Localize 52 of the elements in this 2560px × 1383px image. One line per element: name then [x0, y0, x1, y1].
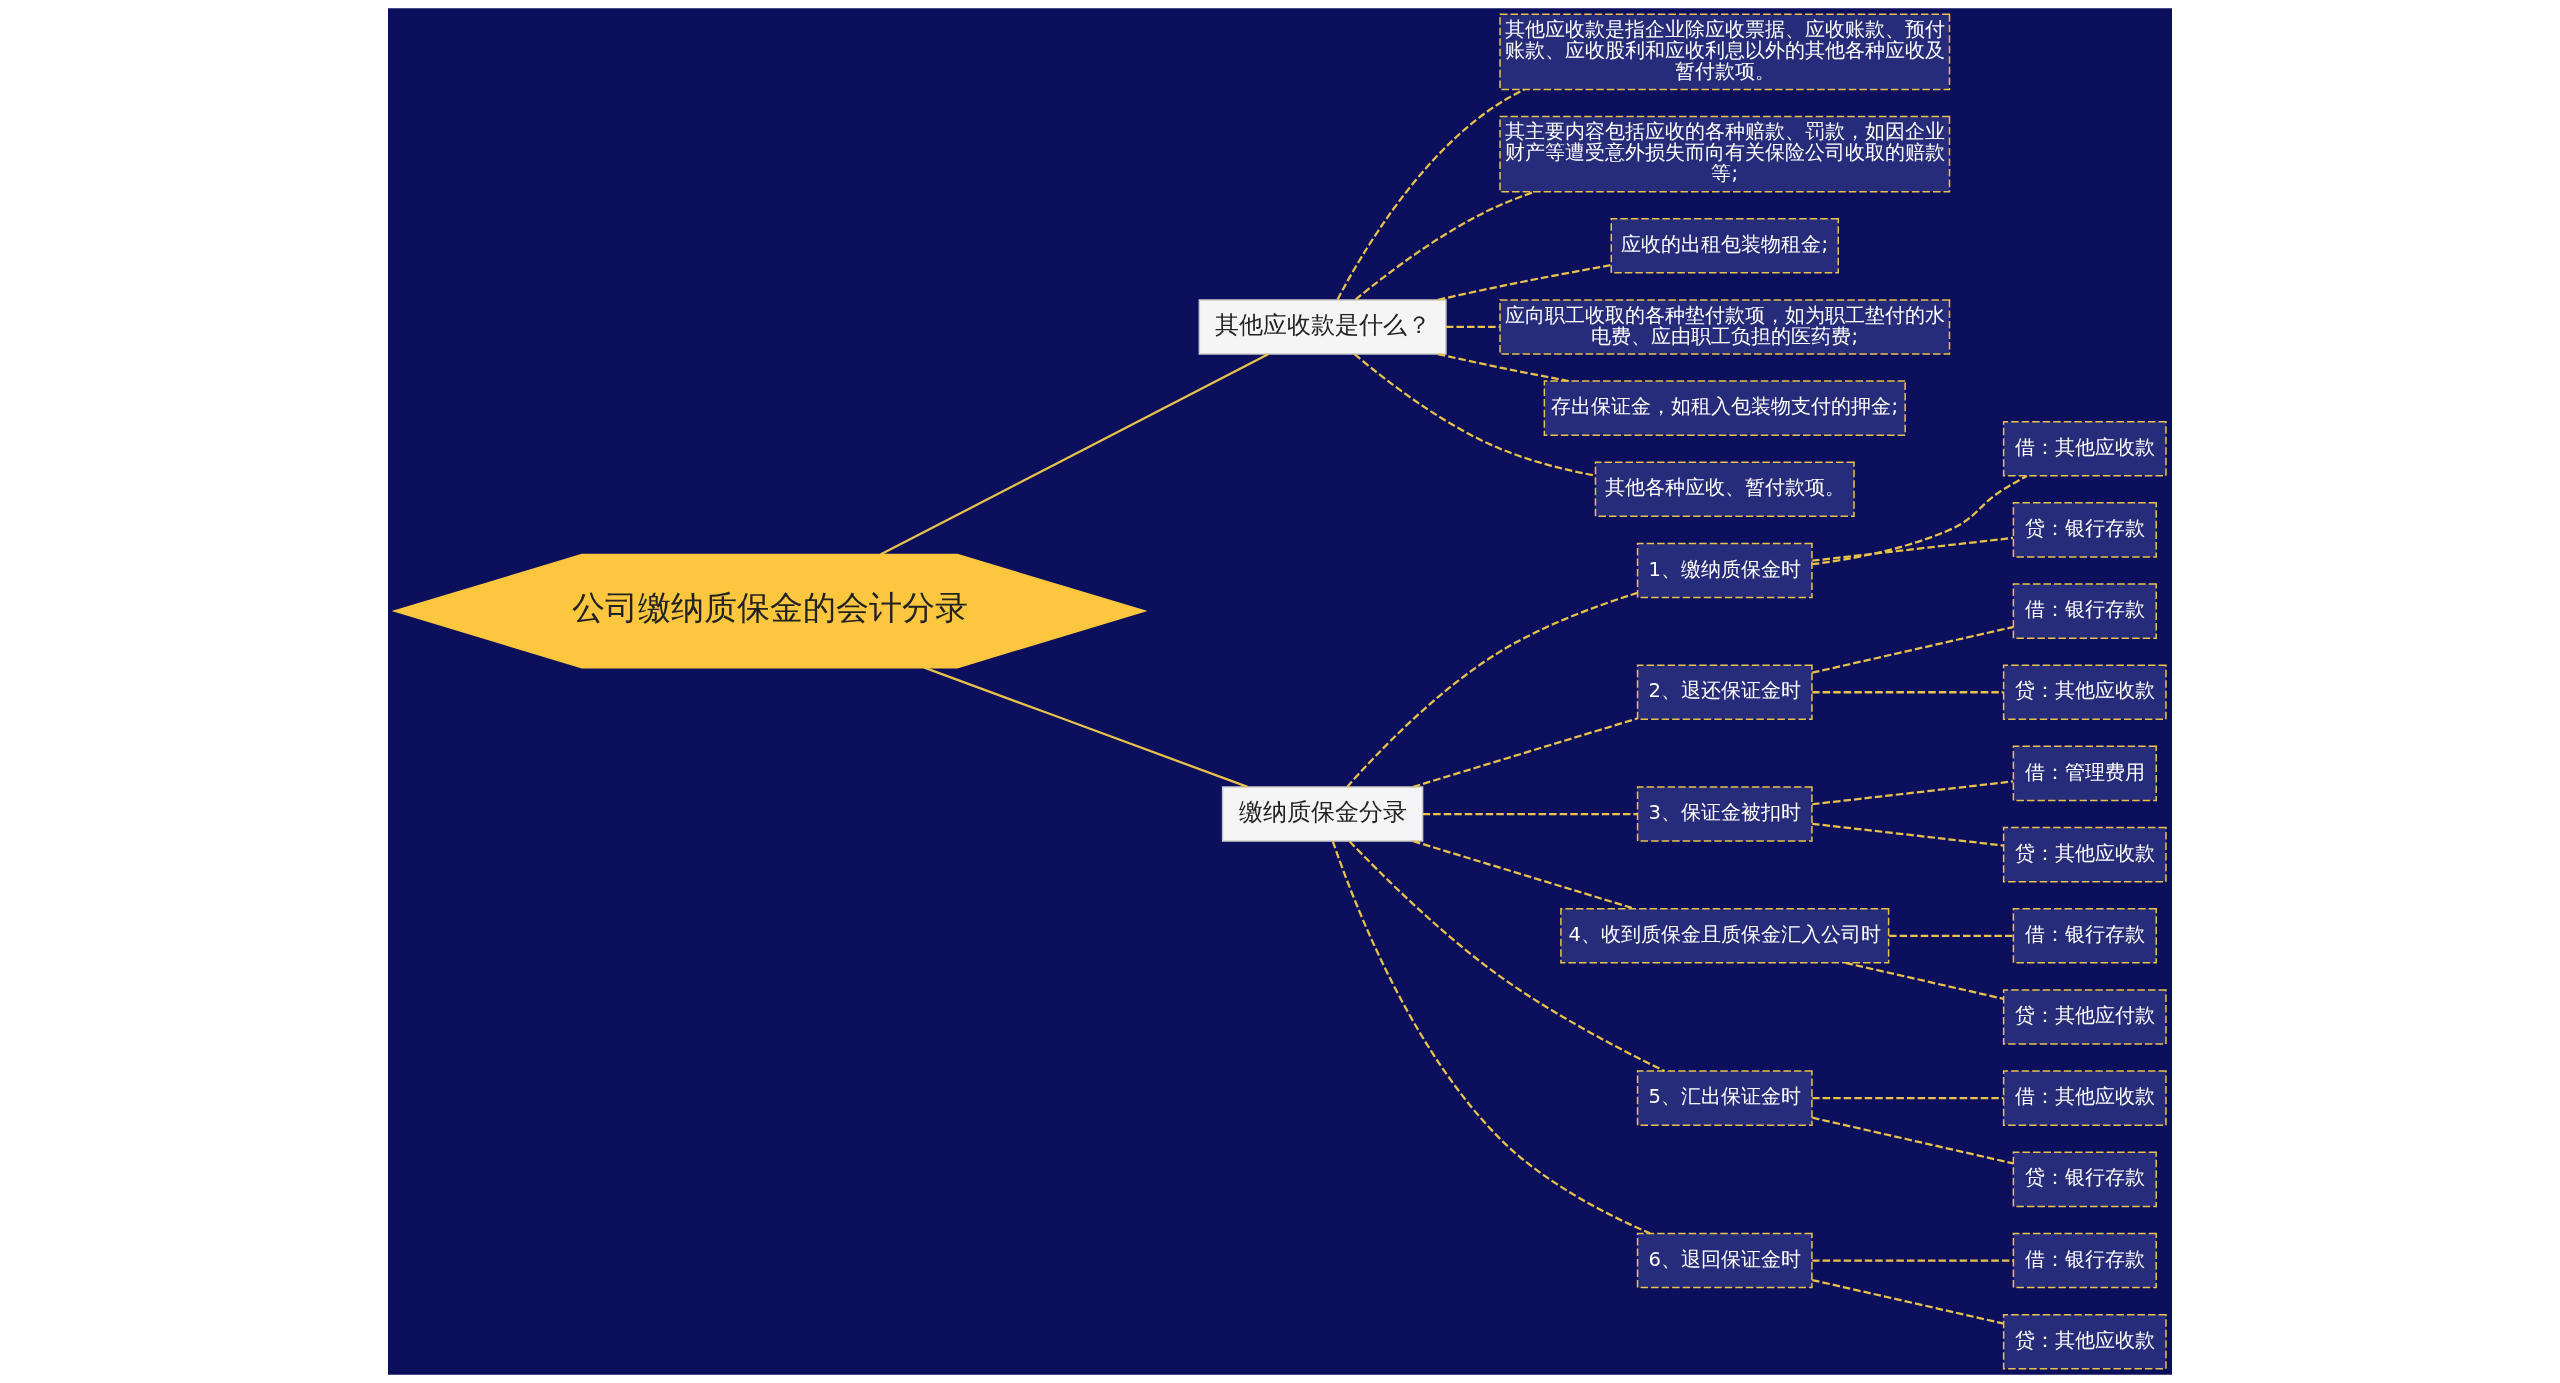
node-box: 借：银行存款 — [2012, 1232, 2157, 1289]
connector — [1812, 1116, 2014, 1165]
connector — [1346, 591, 1638, 788]
node-box: 借：其他应收款 — [2002, 1070, 2167, 1126]
connector — [1889, 934, 2014, 937]
node-box: 缴纳质保金分录 — [1221, 786, 1424, 842]
node-box: 应收的出租包装物租金; — [1610, 217, 1839, 274]
node-box: 借：银行存款 — [2012, 908, 2157, 964]
node-box: 3、保证金被扣时 — [1636, 786, 1813, 842]
connector — [879, 353, 1270, 556]
connector — [1422, 812, 1638, 816]
connector — [923, 666, 1248, 788]
connector — [1845, 961, 2004, 1000]
node-box: 贷：其他应付款 — [2002, 989, 2167, 1045]
connector — [1354, 353, 1596, 477]
node-box: 贷：银行存款 — [2012, 502, 2157, 558]
node-box: 其主要内容包括应收的各种赔款、罚款，如因企业财产等遭受意外损失而向有关保险公司收取的赔款等; — [1499, 115, 1951, 193]
node-box: 6、退回保证金时 — [1636, 1232, 1813, 1289]
node-box: 其他应收款是什么？ — [1198, 299, 1447, 355]
node-box: 贷：银行存款 — [2012, 1151, 2157, 1208]
node-box: 其他各种应收、暂付款项。 — [1594, 461, 1855, 518]
node-box: 2、退还保证金时 — [1636, 664, 1813, 721]
connector — [1812, 780, 2014, 806]
node-box: 应向职工收取的各种垫付款项，如为职工垫付的水电费、应由职工负担的医药费; — [1499, 299, 1951, 355]
connector — [1348, 840, 1665, 1073]
connector — [1812, 1259, 2014, 1262]
node-box: 1、缴纳质保金时 — [1636, 542, 1813, 599]
node-box: 贷：其他应收款 — [2002, 664, 2167, 721]
node-box: 贷：其他应收款 — [2002, 1313, 2167, 1370]
connector — [1412, 717, 1638, 788]
connector — [1336, 88, 1525, 301]
connector — [1812, 1097, 2004, 1100]
connector — [1812, 536, 2014, 562]
connector — [1812, 1278, 2004, 1325]
node-box: 4、收到质保金且质保金汇入公司时 — [1560, 908, 1890, 964]
connector — [1812, 474, 2028, 566]
connector — [1446, 325, 1500, 329]
node-box: 贷：其他应收款 — [2002, 826, 2167, 883]
node-box: 借：银行存款 — [2012, 583, 2157, 639]
connector — [1331, 840, 1651, 1235]
node-box: 借：其他应收款 — [2002, 420, 2167, 477]
connector — [1354, 190, 1535, 301]
connector — [1437, 263, 1612, 301]
connector — [1437, 352, 1569, 383]
node-box: 5、汇出保证金时 — [1636, 1070, 1813, 1126]
node-box: 借：管理费用 — [2012, 745, 2157, 802]
connector — [1412, 840, 1635, 910]
node-box: 存出保证金，如租入包装物支付的押金; — [1543, 380, 1906, 436]
connector — [1812, 691, 2004, 694]
connector — [1812, 625, 2014, 674]
node-box: 其他应收款是指企业除应收票据、应收账款、预付账款、应收股利和应收利息以外的其他各种应收及暂付款项。 — [1499, 13, 1951, 91]
connector — [1812, 822, 2004, 847]
